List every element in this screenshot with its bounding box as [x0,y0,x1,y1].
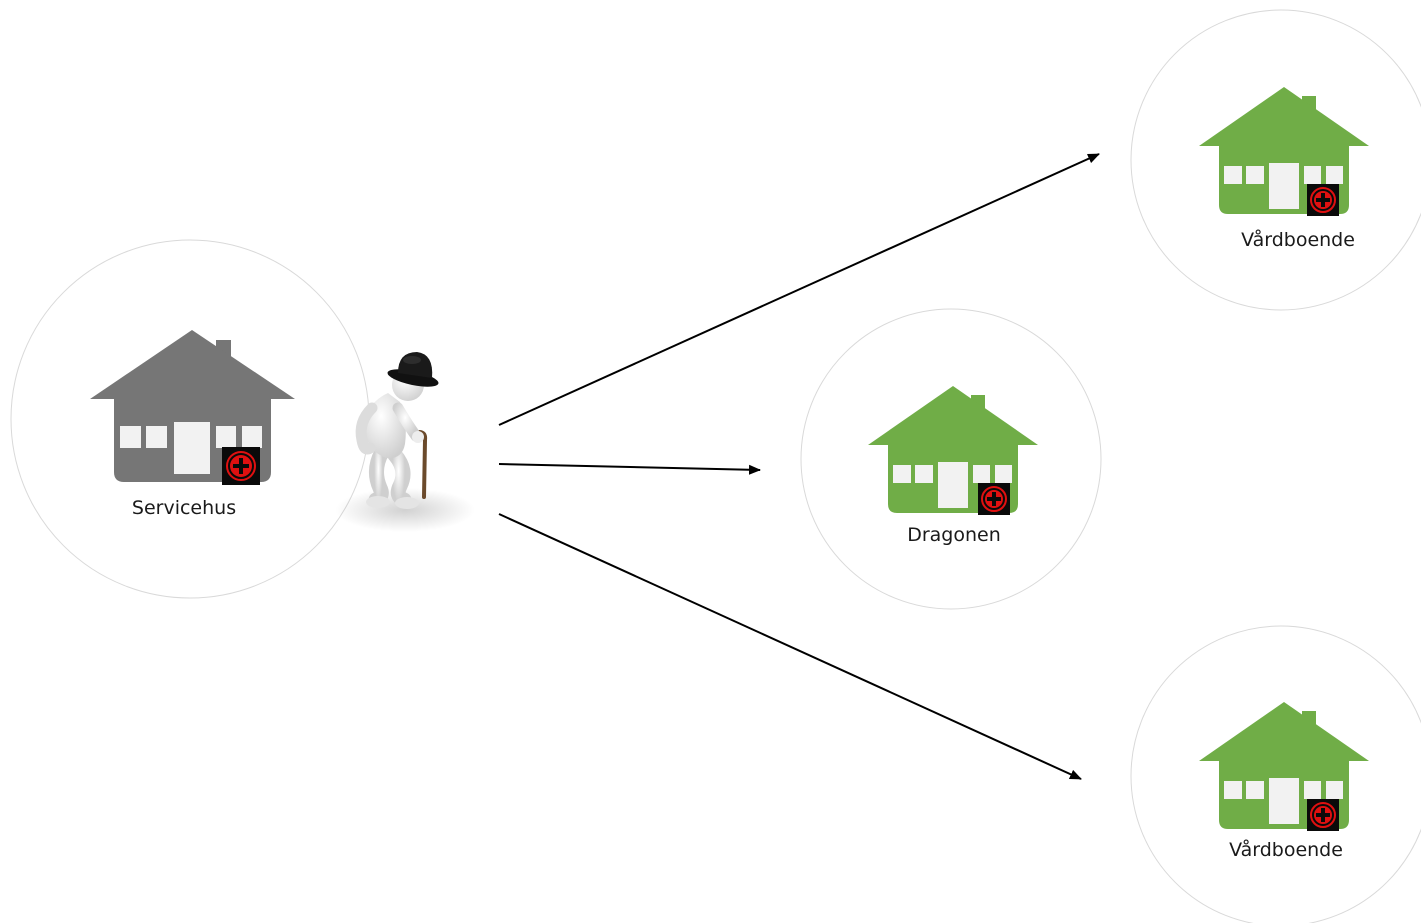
house-icon [868,386,1038,515]
servicehus-label: Servicehus [132,497,236,519]
house-icon [1199,702,1369,831]
red-cross-icon [1307,184,1339,216]
house-icon [90,330,295,485]
vardboende-bottom-label: Vårdboende [1229,838,1343,861]
arrow-to-vardboende-bottom [498,513,1082,780]
arrow-to-dragonen [498,463,761,475]
red-cross-icon [978,483,1010,515]
vardboende-top-label: Vårdboende [1241,228,1355,251]
house-icon [1199,87,1369,216]
red-cross-icon [222,447,260,485]
arrow-to-vardboende-top [498,153,1100,426]
elderly-man-with-cane-icon [335,352,475,532]
red-cross-icon [1307,799,1339,831]
dragonen-label: Dragonen [907,524,1001,546]
